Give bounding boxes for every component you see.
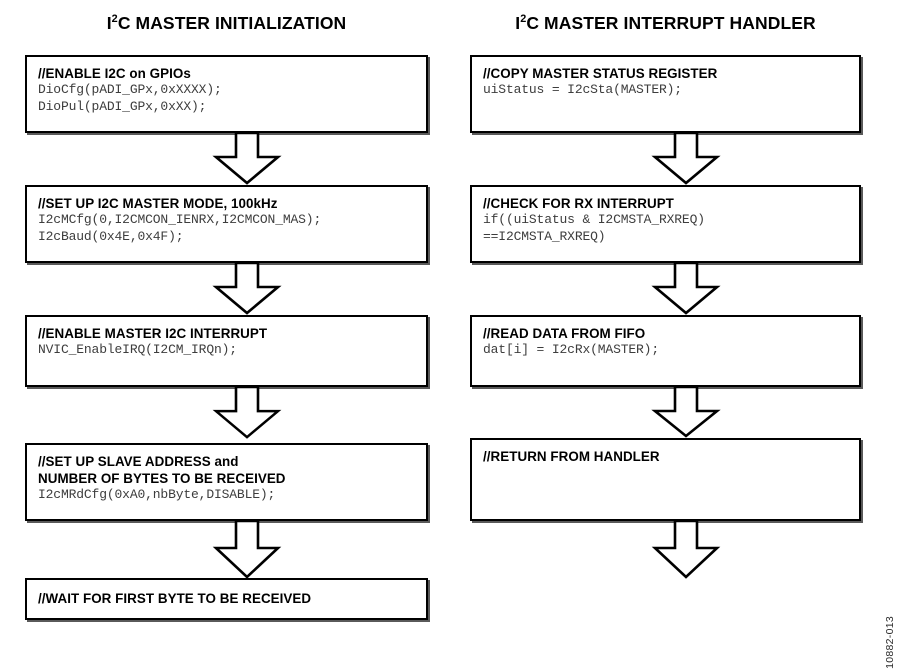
down-arrow-icon xyxy=(651,263,721,315)
column-title-rest: C MASTER INTERRUPT HANDLER xyxy=(526,13,816,33)
flow-node-setup-master-mode[interactable]: //SET UP I2C MASTER MODE, 100kHz I2cMCfg… xyxy=(25,185,428,263)
figure-id-label: 10882-013 xyxy=(884,616,896,669)
down-arrow-icon xyxy=(651,521,721,579)
flow-column-initialization: I2C MASTER INITIALIZATION //ENABLE I2C o… xyxy=(25,0,428,620)
flow-node-heading: //SET UP SLAVE ADDRESS and NUMBER OF BYT… xyxy=(38,454,286,486)
flow-node-heading: //READ DATA FROM FIFO xyxy=(483,326,646,341)
flow-node-code: uiStatus = I2cSta(MASTER); xyxy=(483,82,682,97)
flow-node-heading: //WAIT FOR FIRST BYTE TO BE RECEIVED xyxy=(38,591,312,606)
down-arrow-icon xyxy=(212,387,282,439)
column-title-superscript: 2 xyxy=(111,13,118,26)
column-title-prefix: I xyxy=(515,13,521,33)
column-title-prefix: I xyxy=(106,13,112,33)
flow-node-return-from-handler[interactable]: //RETURN FROM HANDLER xyxy=(470,438,861,521)
flow-node-heading: //COPY MASTER STATUS REGISTER xyxy=(483,66,718,81)
flow-node-heading: //RETURN FROM HANDLER xyxy=(483,449,660,464)
flow-node-wait-first-byte[interactable]: //WAIT FOR FIRST BYTE TO BE RECEIVED xyxy=(25,578,428,620)
flow-node-setup-slave-address[interactable]: //SET UP SLAVE ADDRESS and NUMBER OF BYT… xyxy=(25,443,428,521)
flow-node-code: I2cMRdCfg(0xA0,nbByte,DISABLE); xyxy=(38,487,276,502)
down-arrow-icon xyxy=(212,521,282,579)
flow-node-heading: //SET UP I2C MASTER MODE, 100kHz xyxy=(38,196,278,211)
flow-node-heading: //ENABLE MASTER I2C INTERRUPT xyxy=(38,326,268,341)
flow-node-enable-master-interrupt[interactable]: //ENABLE MASTER I2C INTERRUPT NVIC_Enabl… xyxy=(25,315,428,387)
flow-node-code: I2cMCfg(0,I2CMCON_IENRX,I2CMCON_MAS); I2… xyxy=(38,212,322,244)
flow-node-heading: //ENABLE I2C on GPIOs xyxy=(38,66,191,81)
column-title-superscript: 2 xyxy=(520,13,527,26)
column-title-rest: C MASTER INITIALIZATION xyxy=(117,13,347,33)
column-title-interrupt-handler: I2C MASTER INTERRUPT HANDLER xyxy=(470,0,861,33)
flow-node-copy-status-register[interactable]: //COPY MASTER STATUS REGISTER uiStatus =… xyxy=(470,55,861,133)
flow-node-read-data-fifo[interactable]: //READ DATA FROM FIFO dat[i] = I2cRx(MAS… xyxy=(470,315,861,387)
down-arrow-icon xyxy=(651,387,721,438)
down-arrow-icon xyxy=(651,133,721,185)
flow-column-interrupt-handler: I2C MASTER INTERRUPT HANDLER //COPY MAST… xyxy=(470,0,861,579)
flow-node-code: DioCfg(pADI_GPx,0xXXXX); DioPul(pADI_GPx… xyxy=(38,82,222,114)
flowchart-root: I2C MASTER INITIALIZATION //ENABLE I2C o… xyxy=(25,0,896,669)
flow-node-code: if((uiStatus & I2CMSTA_RXREQ) ==I2CMSTA_… xyxy=(483,212,705,244)
flow-node-enable-i2c-gpios[interactable]: //ENABLE I2C on GPIOs DioCfg(pADI_GPx,0x… xyxy=(25,55,428,133)
down-arrow-icon xyxy=(212,263,282,315)
down-arrow-icon xyxy=(212,133,282,185)
column-title-initialization: I2C MASTER INITIALIZATION xyxy=(25,0,428,33)
flow-node-code: NVIC_EnableIRQ(I2CM_IRQn); xyxy=(38,342,237,357)
flow-node-heading: //CHECK FOR RX INTERRUPT xyxy=(483,196,674,211)
flow-node-code: dat[i] = I2cRx(MASTER); xyxy=(483,342,659,357)
flow-node-check-rx-interrupt[interactable]: //CHECK FOR RX INTERRUPT if((uiStatus & … xyxy=(470,185,861,263)
